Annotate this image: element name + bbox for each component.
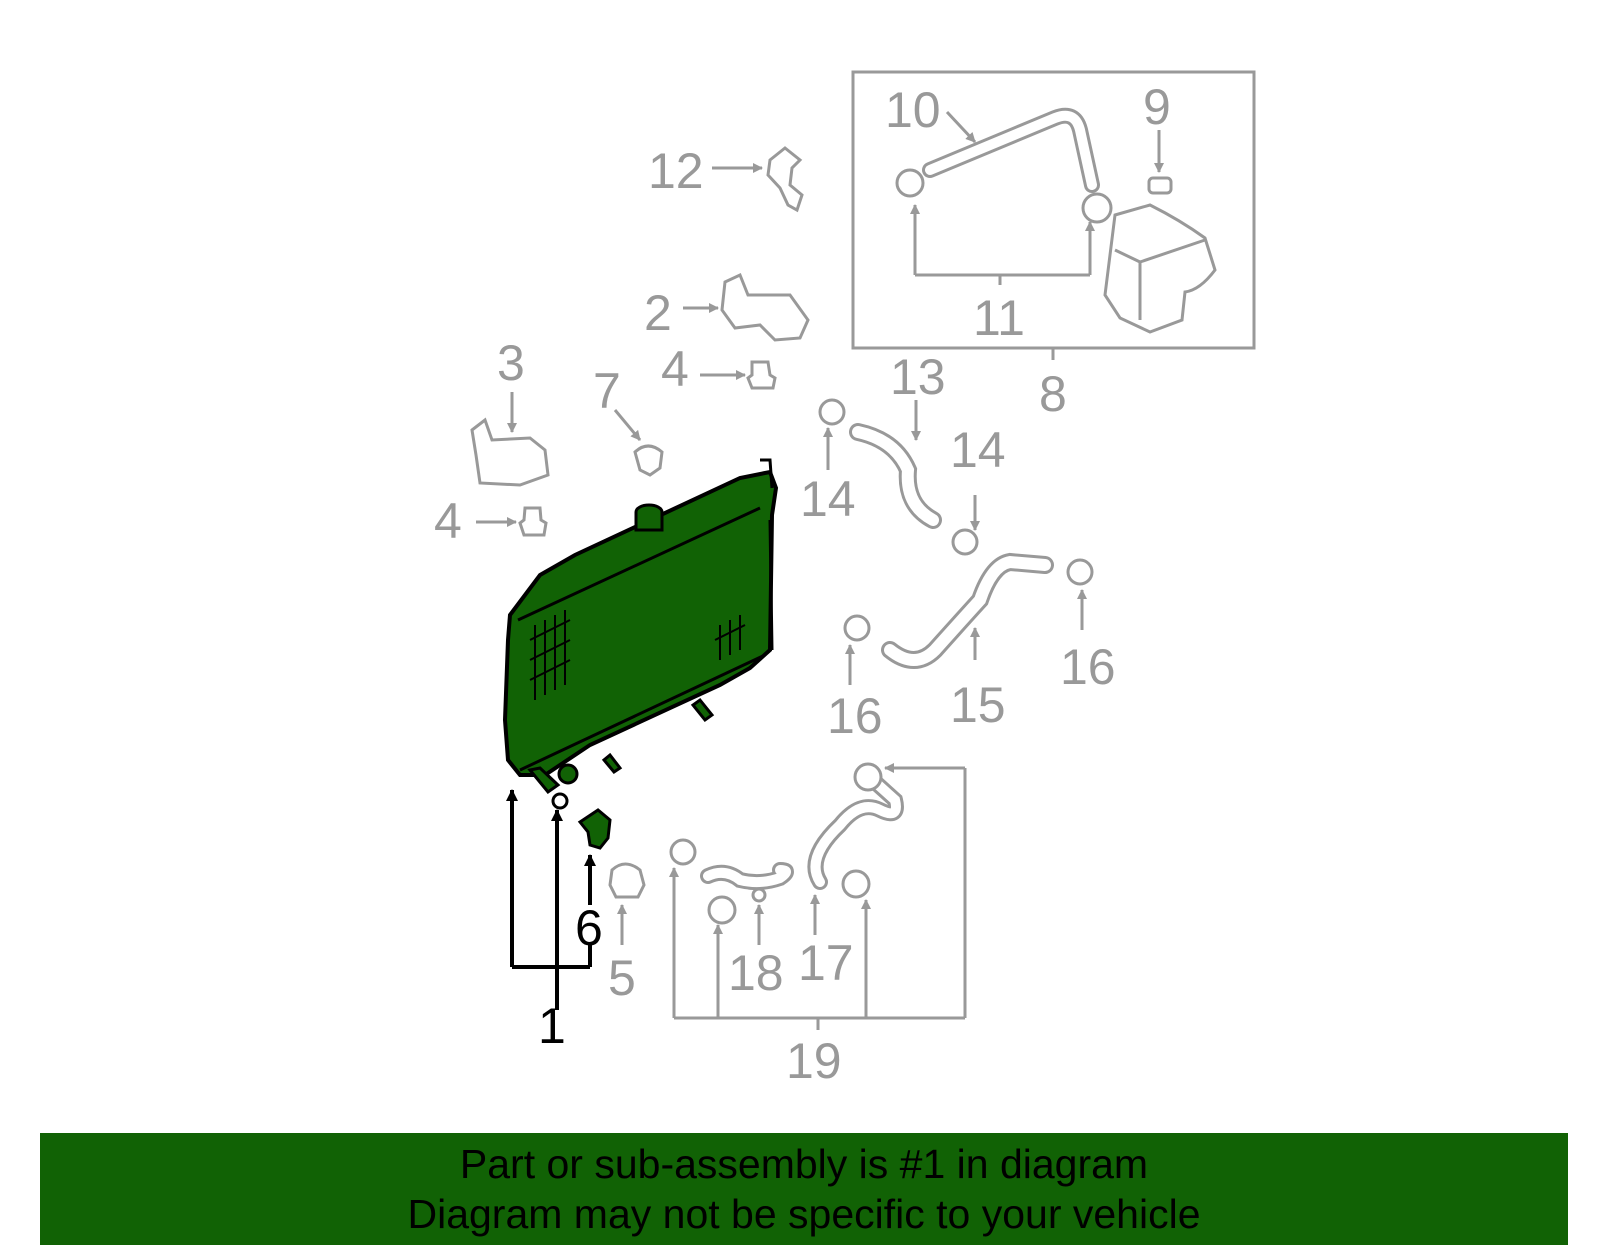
callout-19: 19 (786, 1033, 842, 1089)
hose-clamp-16-part (843, 558, 1094, 642)
hose-clamp-19-part (669, 762, 883, 925)
callout-18: 18 (728, 945, 784, 1001)
lower-mount-3-part (470, 417, 550, 487)
bushing-5-part (608, 862, 646, 899)
callout-16-right: 16 (1060, 639, 1116, 695)
callout-4-lower: 4 (434, 493, 462, 549)
callout-2: 2 (644, 285, 672, 341)
callout-13: 13 (890, 349, 946, 405)
bushing-4-upper-part (746, 360, 777, 390)
bushing-4-lower-part (518, 506, 548, 537)
banner-line-2: Diagram may not be specific to your vehi… (407, 1191, 1201, 1237)
radiator-part (502, 458, 779, 795)
info-banner: Part or sub-assembly is #1 in diagram Di… (40, 1133, 1568, 1245)
banner-line-1: Part or sub-assembly is #1 in diagram (459, 1141, 1149, 1187)
callout-1: 1 (538, 998, 566, 1054)
callout-15: 15 (950, 677, 1006, 733)
bushing-7-part (633, 444, 664, 477)
callout-10: 10 (885, 82, 941, 138)
upper-mount-2-part (720, 272, 810, 342)
hose-clamp-14-part (818, 398, 979, 556)
callout-17: 17 (798, 935, 854, 991)
callout-4-upper: 4 (661, 341, 689, 397)
reservoir-cap-part (1147, 176, 1173, 195)
overflow-hose-part (922, 107, 1100, 193)
callout-12: 12 (648, 143, 704, 199)
callout-9: 9 (1143, 79, 1171, 135)
o-ring-part (551, 792, 569, 810)
callout-11: 11 (973, 290, 1025, 346)
drain-plug-6-part (577, 808, 612, 850)
bracket-12-part (766, 146, 804, 213)
callout-16-left: 16 (827, 688, 883, 744)
callout-14-left: 14 (800, 471, 856, 527)
callout-14-right: 14 (950, 422, 1006, 478)
callout-6: 6 (575, 900, 603, 956)
bracket-19 (669, 763, 967, 1030)
overflow-clip-part (895, 168, 1113, 224)
bracket-11 (910, 204, 1095, 285)
callout-8: 8 (1039, 366, 1067, 422)
reservoir-tank-part (1103, 203, 1217, 334)
bracket-1 (506, 789, 592, 1010)
callout-5: 5 (608, 950, 636, 1006)
callout-7: 7 (593, 363, 621, 419)
callout-3: 3 (497, 335, 525, 391)
